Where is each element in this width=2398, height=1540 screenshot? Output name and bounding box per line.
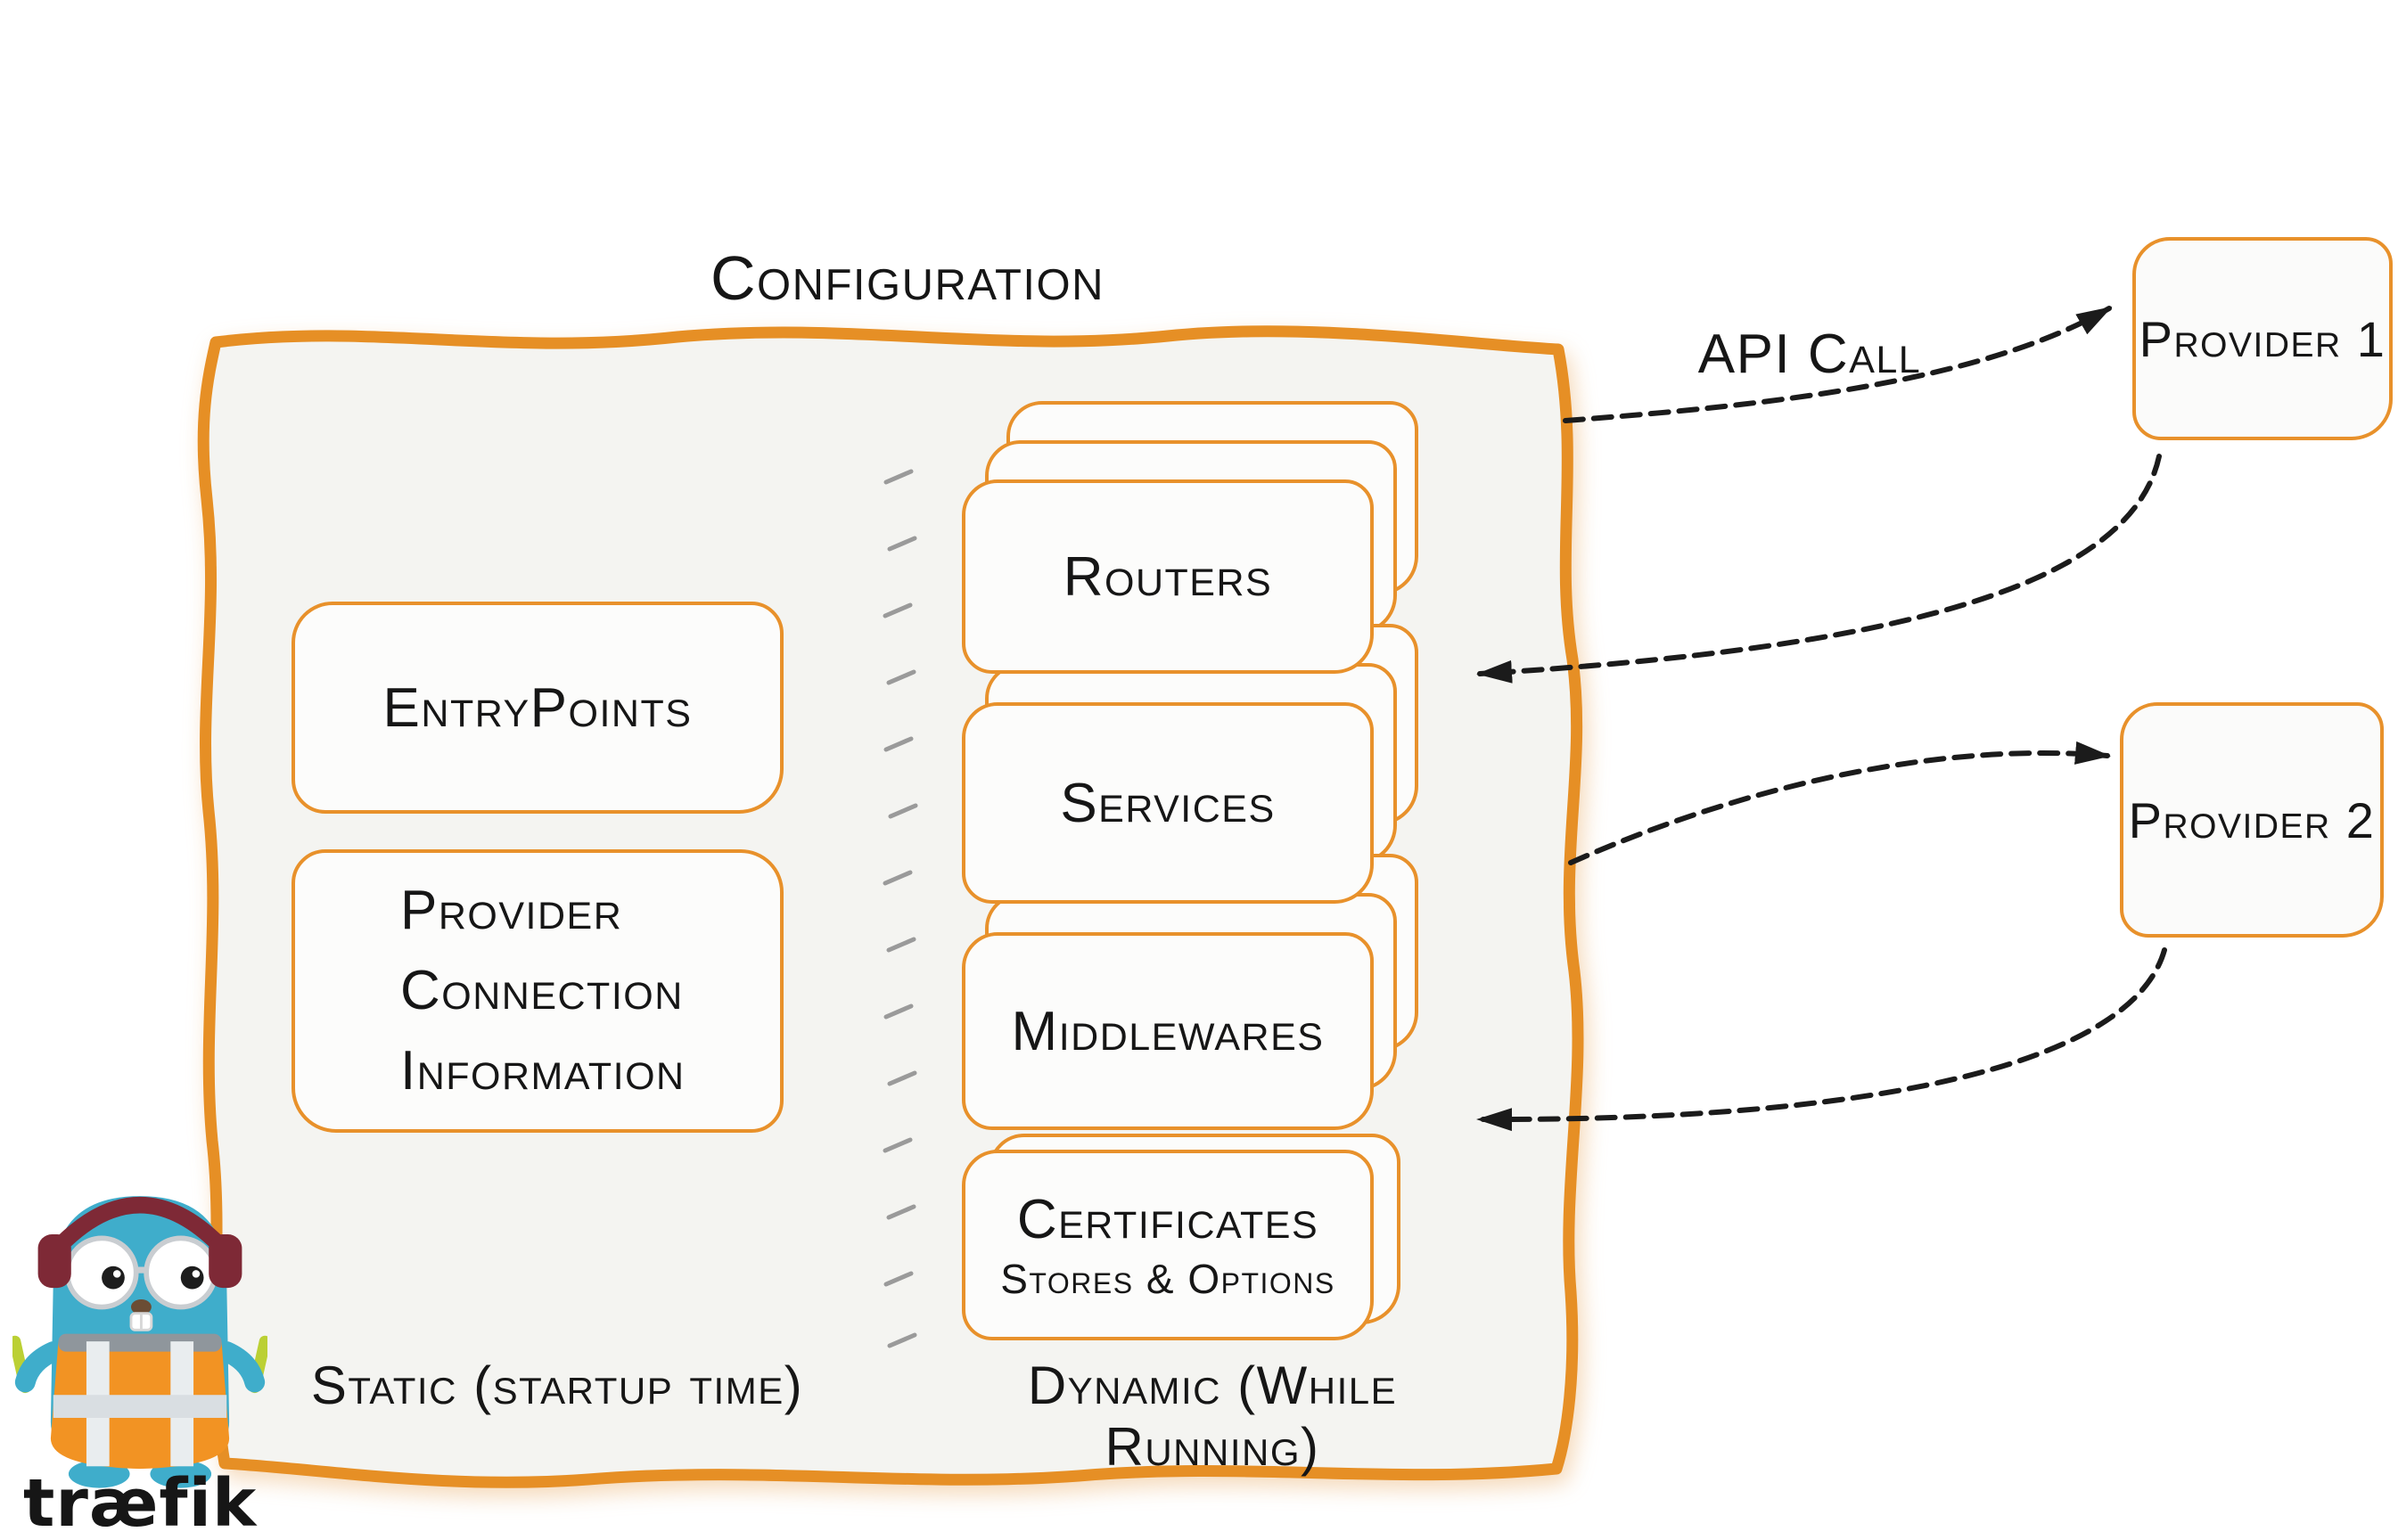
middlewares-label: Middlewares — [1011, 1000, 1325, 1062]
stack-routers: Routers — [962, 401, 1418, 674]
routers-box: Routers — [962, 479, 1374, 674]
entrypoints-box: EntryPoints — [292, 602, 784, 814]
pupil-highlight — [112, 1270, 121, 1278]
mascot-arm — [216, 1341, 266, 1393]
provider-info-line: Information — [400, 1039, 686, 1102]
headphones-band — [53, 1196, 227, 1253]
mascot-pupil — [180, 1266, 204, 1290]
static-dynamic-divider — [883, 469, 918, 1348]
provider-1-label: Provider 1 — [2139, 310, 2386, 367]
headphones-cup — [37, 1234, 71, 1289]
dynamic-caption: Dynamic (While Running) — [1027, 1356, 1398, 1477]
mascot-pupil — [102, 1266, 125, 1290]
static-caption: Static (startup time) — [310, 1356, 804, 1415]
traefik-gopher-mascot-icon — [12, 1196, 267, 1488]
services-label: Services — [1060, 772, 1276, 834]
provider-info-line: Connection — [400, 960, 684, 1022]
vest-collar — [58, 1333, 222, 1352]
api-call-label: API Call — [1697, 324, 1922, 385]
stack-middlewares: Middlewares — [962, 854, 1418, 1130]
middlewares-box: Middlewares — [962, 932, 1374, 1130]
mascot-eye — [64, 1235, 139, 1310]
provider2-to-config-arrow — [1476, 947, 2167, 1132]
config-to-provider2-arrow — [1568, 741, 2111, 865]
api-call-arrow — [1563, 306, 2113, 423]
provider-connection-box: Provider Connection Information — [292, 849, 784, 1133]
pupil-highlight — [192, 1270, 201, 1278]
provider-1-box: Provider 1 — [2132, 237, 2393, 440]
certificates-box: Certificates Stores & Options — [962, 1150, 1374, 1340]
mascot-eye — [144, 1235, 218, 1310]
stack-services: Services — [962, 624, 1418, 904]
traefik-logo-text: træfik — [23, 1465, 258, 1540]
provider-2-label: Provider 2 — [2128, 791, 2376, 848]
stack-certificates: Certificates Stores & Options — [962, 1134, 1400, 1340]
provider-info-line: Provider — [400, 880, 623, 942]
headphones-cup — [209, 1234, 242, 1289]
routers-label: Routers — [1063, 545, 1273, 608]
services-box: Services — [962, 702, 1374, 904]
mascot-arm — [14, 1341, 64, 1393]
provider1-to-config-arrow — [1476, 454, 2162, 684]
mascot-nose — [130, 1298, 152, 1315]
diagram-title: Configuration — [710, 243, 1105, 313]
certificates-sublabel: Stores & Options — [1000, 1255, 1335, 1302]
vest-band — [53, 1395, 227, 1418]
entrypoints-label: EntryPoints — [382, 676, 693, 739]
provider-2-box: Provider 2 — [2120, 702, 2384, 938]
certificates-label: Certificates — [1016, 1188, 1319, 1250]
